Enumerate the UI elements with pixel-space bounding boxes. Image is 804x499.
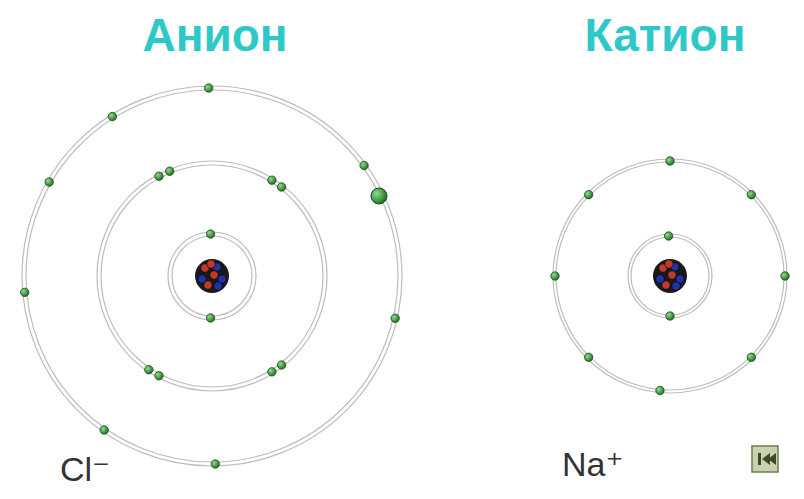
electron (277, 361, 285, 369)
electrons (21, 84, 790, 468)
electron (656, 386, 664, 394)
nucleon (214, 282, 222, 290)
electron (268, 368, 276, 376)
nucleon (665, 260, 673, 268)
cation-heading: Катион (585, 12, 746, 58)
electron (206, 230, 214, 238)
electron (145, 365, 153, 373)
ion-symbol: Cl⁻ (60, 452, 110, 486)
nucleus-core (653, 259, 687, 293)
electron (205, 84, 213, 92)
nucleon (204, 281, 212, 289)
electron (584, 190, 592, 198)
electron (584, 353, 592, 361)
electron (21, 288, 29, 296)
ion-symbol: Na⁺ (562, 447, 623, 481)
electron-shells (553, 159, 787, 393)
electron (165, 167, 173, 175)
electron (45, 178, 53, 186)
electron (666, 157, 674, 165)
electron (666, 312, 674, 320)
electron (100, 426, 108, 434)
electron (268, 176, 276, 184)
electron (664, 232, 672, 240)
electron (277, 183, 285, 191)
electron (211, 460, 219, 468)
electron (155, 372, 163, 380)
nucleon (662, 281, 670, 289)
electron (206, 314, 214, 322)
electron (781, 272, 789, 280)
electron (391, 314, 399, 322)
electron (551, 272, 559, 280)
electron-shells (22, 86, 402, 466)
anion-heading: Анион (142, 12, 287, 58)
extra-electron (371, 188, 387, 204)
nucleon (210, 271, 218, 279)
nucleon (668, 271, 676, 279)
nucleon (672, 282, 680, 290)
electron (360, 161, 368, 169)
electron (747, 190, 755, 198)
electron (747, 353, 755, 361)
nav-icon (752, 446, 778, 472)
nucleus (195, 259, 687, 293)
electron (108, 112, 116, 120)
electron (155, 172, 163, 180)
nucleon (207, 260, 215, 268)
nucleus-core (195, 259, 229, 293)
